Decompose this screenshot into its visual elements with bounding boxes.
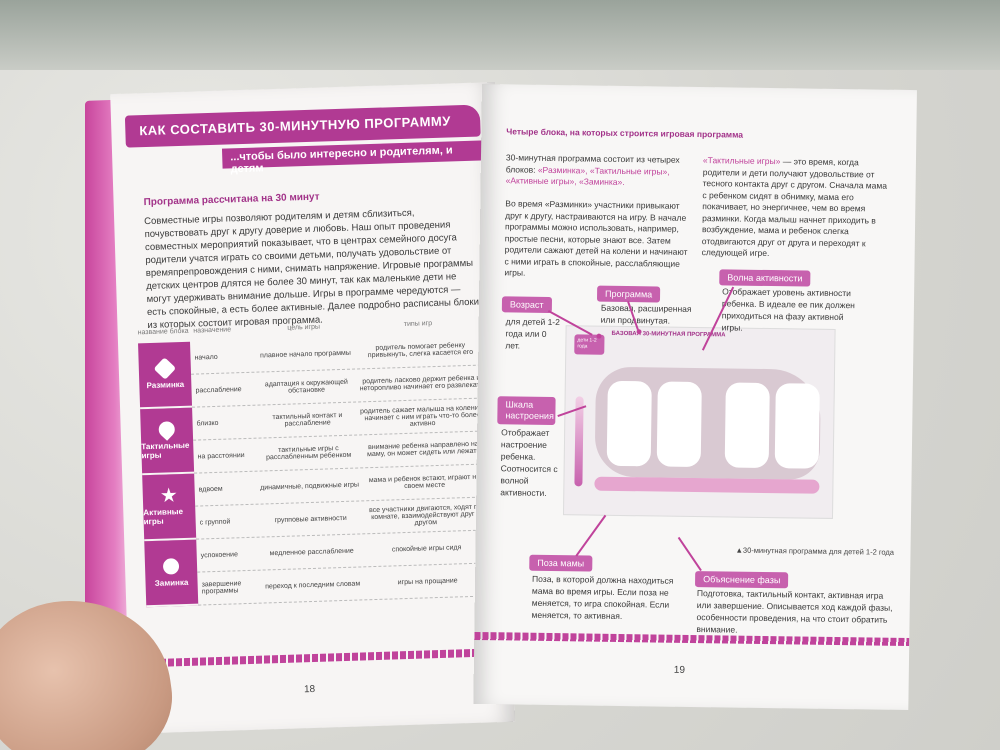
cell-type: мама и ребенок встают, играют на своем м… [368,473,481,491]
cell-goal: плавное начало программы [259,349,351,360]
body-paragraph: Совместные игры позволяют родителям и де… [144,207,482,332]
cell-type: родитель ласково держит ребенка и неторо… [359,374,484,393]
note-age: для детей 1-2 года или 0 лет. [505,316,560,351]
note-mom-pose: Поза, в которой должна находиться мама в… [531,573,674,622]
note-program: Базовая, расширенная или продвинутая. [600,302,692,326]
cell-type: все участники двигаются, ходят по комнат… [368,503,482,527]
note-mood-scale: Отображает настроение ребенка. Соотносит… [500,427,558,498]
connector-line [575,514,607,557]
category-column: Разминка Тактильные игры Активные игры З… [138,341,199,608]
cell-purpose: вдвоем [198,485,223,494]
paragraph-text: Во время «Разминки» участники привыкают … [504,198,688,278]
cell-purpose: успокоение [200,550,239,559]
table-body: начало плавное начало программы родитель п… [190,332,494,606]
note-phase-explanation: Подготовка, тактильный контакт, активная… [696,588,893,635]
connector-dot [636,329,642,335]
phase-column [656,381,702,468]
cell-type: родитель помогает ребенку привыкнуть, сл… [367,342,474,360]
category-tactile: Тактильные игры [140,407,195,476]
cell-type: внимание ребенка направлено на маму, он … [366,440,481,459]
section-heading: Программа рассчитана на 30 минут [143,191,320,209]
label-mom-pose: Поза мамы [529,554,593,572]
cell-purpose: близко [196,419,219,428]
label-activity-wave: Волна активности [719,269,811,287]
cell-purpose: расслабление [195,385,242,395]
category-active: Активные игры [142,473,197,542]
section-heading: Четыре блока, на которых строится игрова… [506,126,744,140]
label-phase-explanation: Объяснение фазы [694,571,789,589]
cell-purpose: с группой [199,518,231,526]
phase-column [606,380,652,467]
highlight-text: «Тактильные игры» [702,155,781,167]
cell-goal: тактильный контакт и расслабление [272,411,343,428]
cell-goal: переход к последним словам [265,579,361,590]
mom-pose-band [594,476,820,494]
diagram-caption: ▲30-минутная программа для детей 1-2 год… [735,545,895,557]
program-diagram: БАЗОВАЯ 30-МИНУТНАЯ ПРОГРАММА дети 1-2 г… [562,325,836,519]
window-background [0,0,1000,70]
page-number: 19 [673,664,686,676]
heart-icon [155,418,179,441]
connector-line [677,536,702,572]
category-warmup: Разминка [138,341,193,410]
paragraph-text: — это время, когда родители и дети получ… [701,156,888,259]
label-mood-scale: Шкала настроения [497,396,556,426]
connector-dot [596,333,602,339]
cell-purpose: завершение программы [201,580,242,596]
cell-purpose: на расстоянии [197,451,245,461]
note-activity-wave: Отображает уровень активности ребенка. В… [721,286,855,333]
category-label: Тактильные игры [141,440,190,461]
cell-goal: динамичные, подвижные игры [260,480,360,492]
phase-column [724,382,770,469]
diamond-icon [153,356,177,380]
category-label: Активные игры [143,507,184,527]
label-age: Возраст [501,296,552,313]
cell-goal: адаптация к окружающей обстановке [264,378,348,395]
text-column-right: «Тактильные игры» — это время, когда род… [702,155,893,261]
circle-icon [162,557,180,575]
page-subtitle: ...чтобы было интересно и родителям, и д… [221,140,493,175]
decorative-border [127,647,514,668]
star-icon [161,487,177,503]
cell-goal: тактильные игры с расслабленным ребенком [265,445,352,462]
cell-purpose: начало [194,353,218,362]
right-page: Четыре блока, на которых строится игрова… [473,84,917,711]
phase-column [774,383,820,469]
cell-goal: медленное расслабление [269,547,354,557]
cell-goal: групповые активности [274,514,347,524]
page-number: 18 [303,683,316,696]
cell-type: родитель сажает малыша на колени и начин… [359,403,485,428]
text-column-left: 30-минутная программа состоит из четырех… [504,152,691,281]
category-cooldown: Заминка [144,539,199,608]
category-label: Разминка [146,379,185,390]
category-label: Заминка [154,577,189,588]
left-page: КАК СОСТАВИТЬ 30-МИНУТНУЮ ПРОГРАММУ ...ч… [110,82,516,734]
cell-type: спокойные игры сидя [391,543,462,553]
cell-type: игры на прощание [397,576,458,586]
